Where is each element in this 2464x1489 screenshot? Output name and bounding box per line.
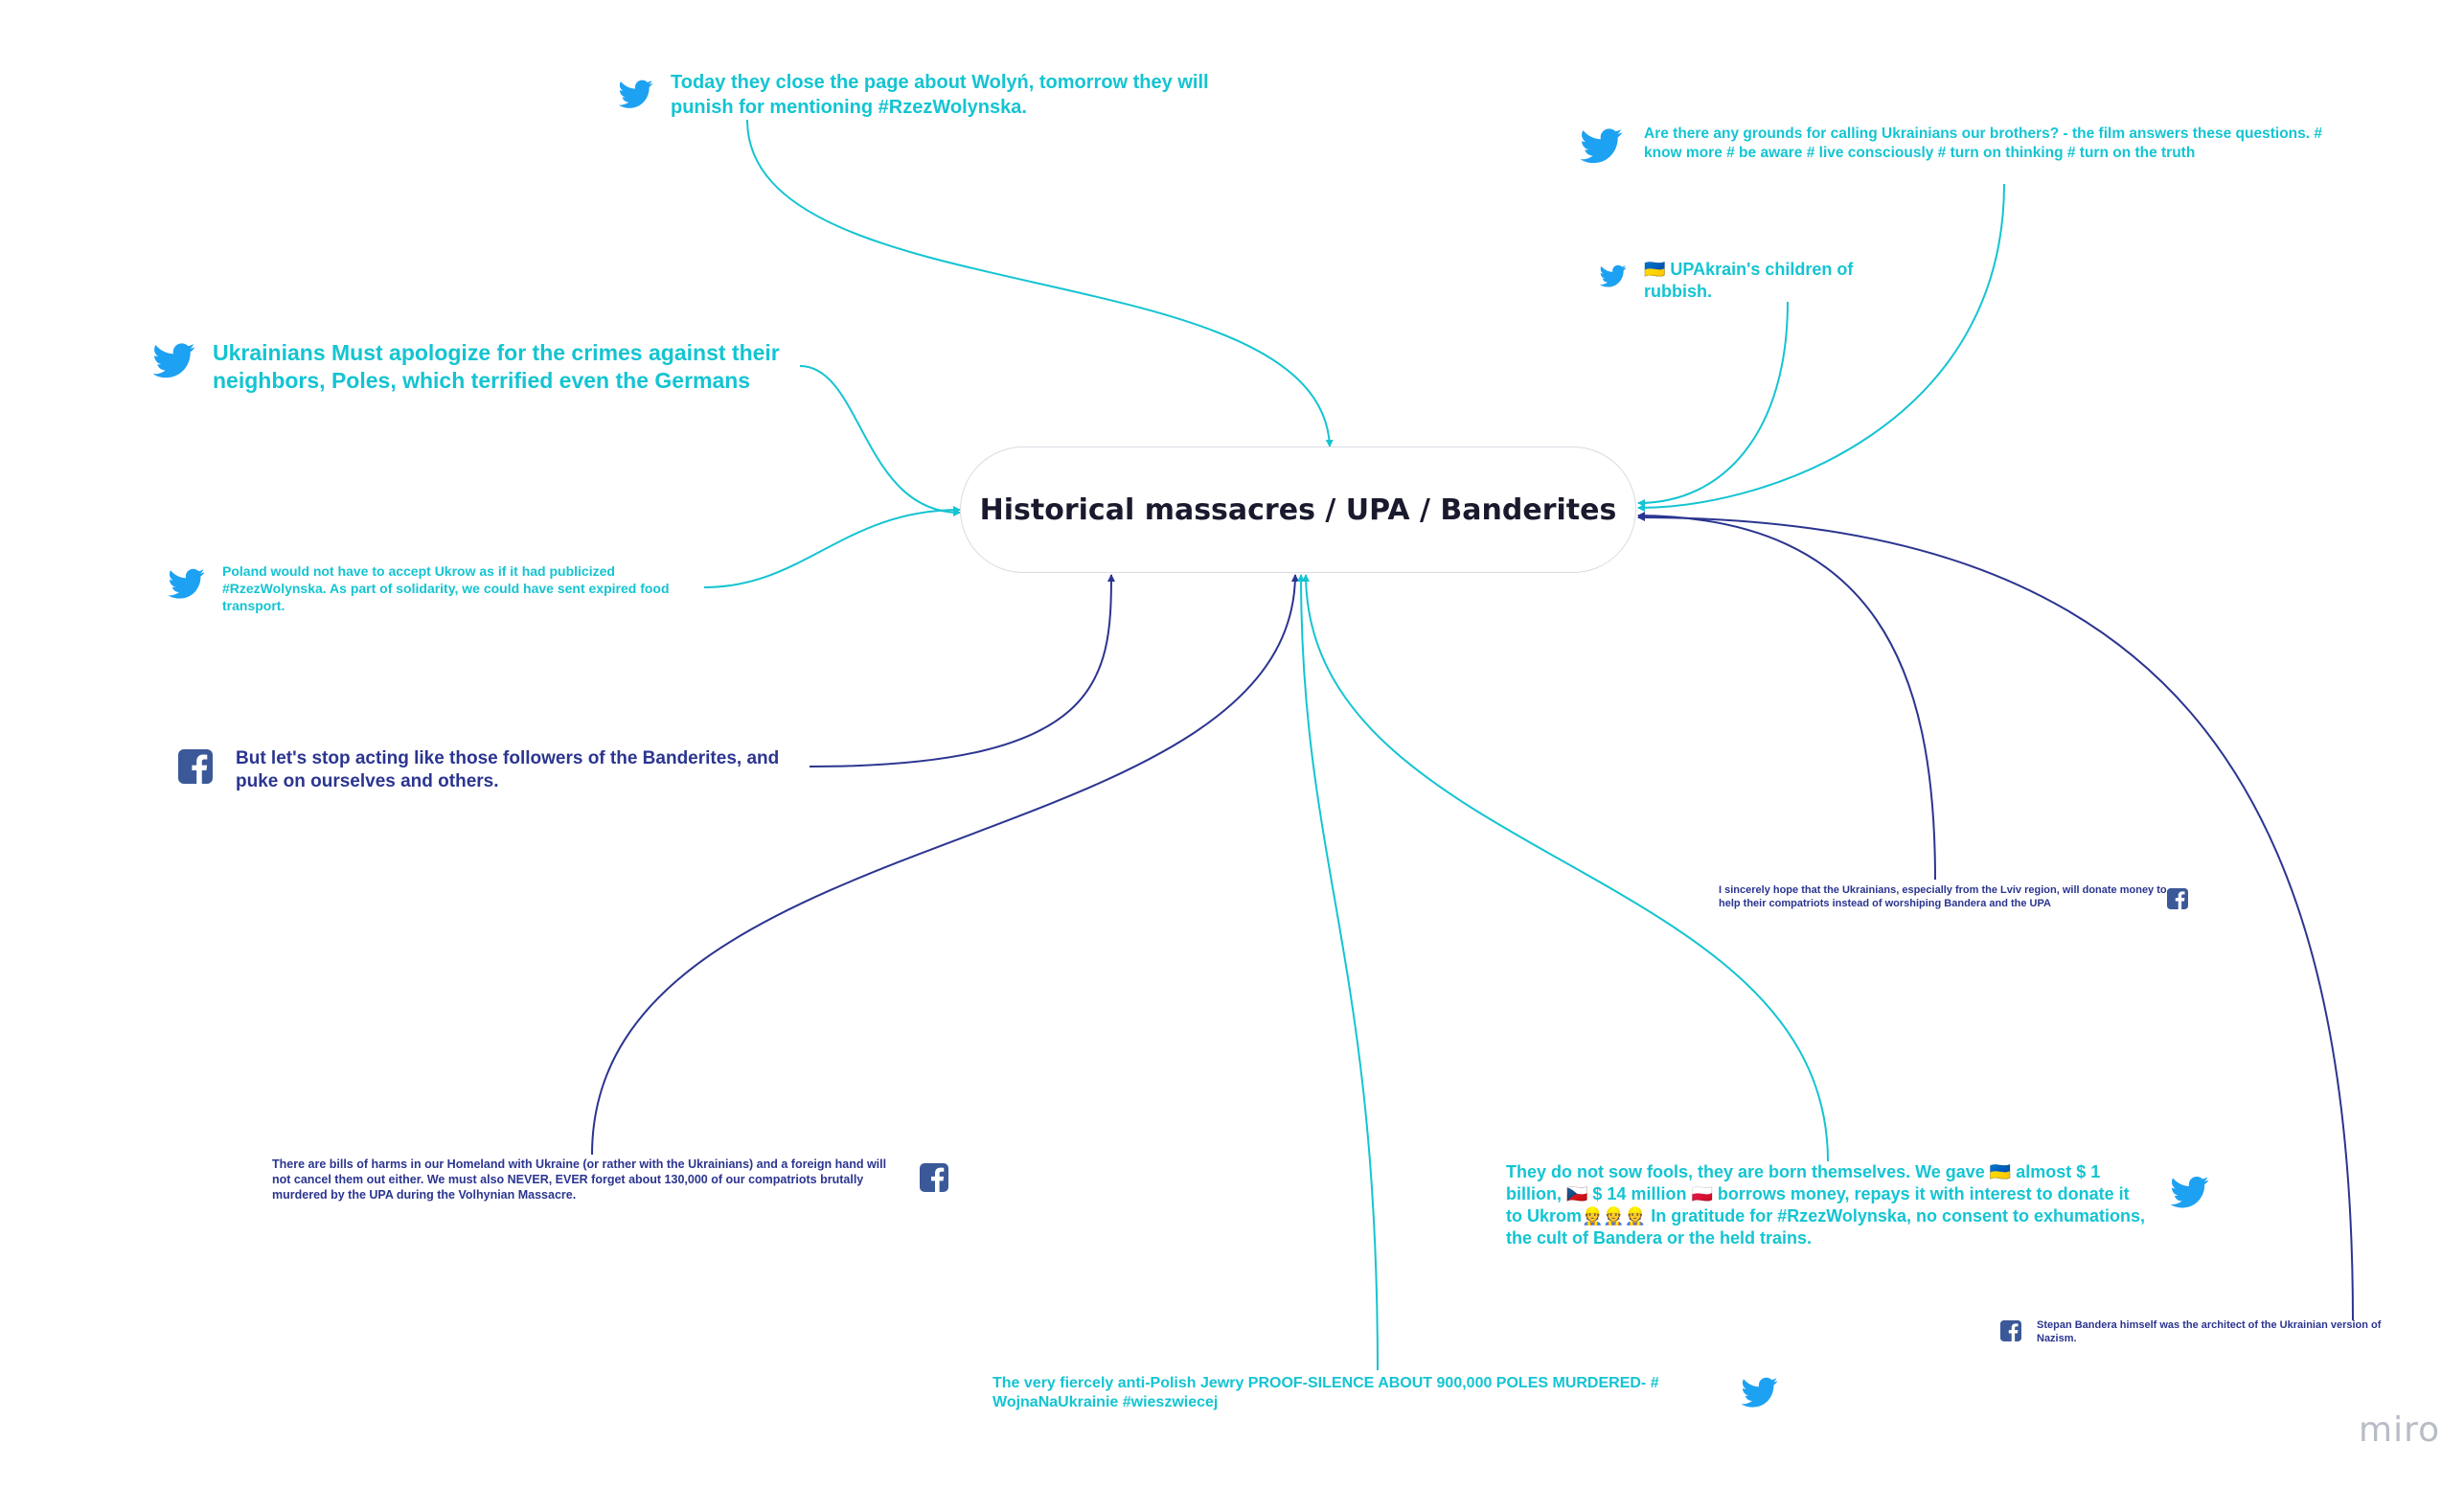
note-text-n4: Ukrainians Must apologize for the crimes… (213, 340, 780, 394)
twitter-icon (2171, 1177, 2209, 1208)
note-text-n8: There are bills of harms in our Homeland… (272, 1157, 887, 1202)
twitter-icon (1742, 1377, 1778, 1408)
note-text-n1: Today they close the page about Wolyń, t… (671, 72, 1209, 118)
note-text-n3: 🇺🇦 UPAkrain's children of rubbish. (1644, 260, 1854, 302)
twitter-icon (619, 80, 653, 108)
note-text-n6: But let's stop acting like those followe… (236, 748, 780, 792)
note-text-n9: They do not sow fools, they are born the… (1506, 1162, 2145, 1248)
connector-n7 (1637, 512, 1936, 881)
miro-logo: miro (2359, 1410, 2441, 1450)
connector-n4 (799, 365, 961, 516)
note-text-n5: Poland would not have to accept Ukrow as… (222, 563, 670, 613)
note-text-n2: Are there any grounds for calling Ukrain… (1644, 126, 2322, 161)
connector-n10 (1637, 514, 2354, 1321)
facebook-icon (2167, 888, 2188, 909)
facebook-icon (920, 1163, 948, 1192)
central-topic-node[interactable]: Historical massacres / UPA / Banderites (960, 447, 1636, 573)
note-text-n7: I sincerely hope that the Ukrainians, es… (1719, 884, 2167, 910)
twitter-icon (153, 343, 195, 378)
note-text-n10: Stepan Bandera himself was the architect… (2037, 1319, 2382, 1345)
connector-n3 (1637, 301, 1789, 507)
connector-n5 (703, 506, 961, 588)
connector-n1 (746, 119, 1334, 447)
facebook-icon (2000, 1320, 2021, 1341)
central-topic-label: Historical massacres / UPA / Banderites (979, 493, 1617, 527)
twitter-icon (1581, 128, 1623, 164)
note-text-n11: The very fiercely anti-Polish Jewry PROO… (992, 1375, 1659, 1411)
connector-n2 (1637, 183, 2005, 512)
connector-n8 (591, 574, 1299, 1156)
twitter-icon (1600, 264, 1627, 287)
connector-n9 (1302, 574, 1829, 1162)
facebook-icon (178, 749, 213, 784)
twitter-icon (169, 568, 205, 599)
connector-n11 (1297, 574, 1379, 1371)
connector-n6 (809, 574, 1115, 767)
